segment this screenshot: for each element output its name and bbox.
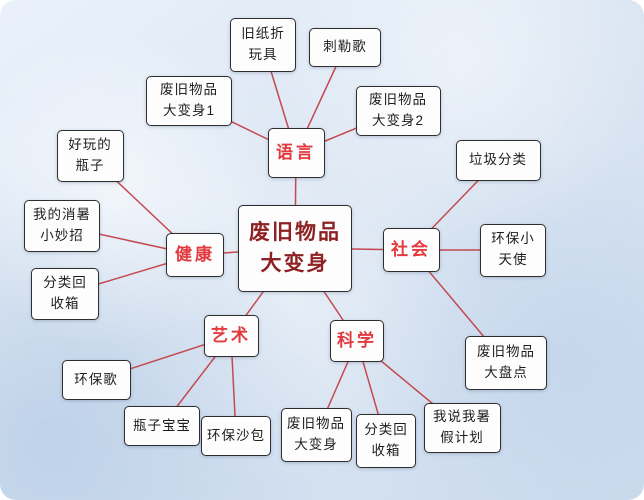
- node-label: 大变身: [294, 437, 338, 452]
- node-kexue[interactable]: 科学: [330, 320, 384, 362]
- node-label: 瓶子宝宝: [133, 417, 191, 433]
- node-label: 大变身2: [371, 113, 424, 128]
- node-label: 玩具: [248, 47, 278, 62]
- node-fenlei-box-bottom[interactable]: 分类回收箱: [356, 414, 416, 468]
- node-label: 废旧物品: [287, 416, 345, 432]
- node-dabianshen-2[interactable]: 废旧物品大变身2: [355, 86, 441, 136]
- node-label: 分类回: [43, 275, 87, 291]
- node-pingzi-baobao[interactable]: 瓶子宝宝: [124, 406, 200, 446]
- node-label: 大变身1: [162, 103, 215, 118]
- node-label: 收箱: [371, 443, 401, 458]
- node-dapandian[interactable]: 废旧物品大盘点: [465, 336, 547, 390]
- node-label: 科学: [337, 331, 377, 351]
- node-laji-fenlei[interactable]: 垃圾分类: [455, 139, 541, 181]
- node-zhi-wanju[interactable]: 旧纸折玩具: [230, 18, 296, 72]
- node-yishu[interactable]: 艺术: [203, 315, 259, 357]
- node-label: 瓶子: [75, 158, 105, 173]
- node-label: 大盘点: [484, 365, 528, 380]
- node-label: 好玩的: [68, 137, 112, 153]
- node-label: 我的消暑: [33, 207, 91, 223]
- node-label: 大变身: [260, 252, 330, 275]
- node-label: 天使: [498, 252, 528, 267]
- node-huanbaoge[interactable]: 环保歌: [61, 360, 131, 400]
- node-label: 废旧物品: [249, 220, 341, 244]
- node-label: 刺勒歌: [323, 38, 367, 54]
- node-label: 小妙招: [40, 228, 84, 243]
- node-yuyan[interactable]: 语言: [267, 128, 325, 178]
- node-center[interactable]: 废旧物品大变身: [238, 204, 352, 292]
- node-fenlei-box-left[interactable]: 分类回收箱: [31, 268, 99, 320]
- node-label: 环保歌: [74, 371, 118, 387]
- node-huanbao-shabao[interactable]: 环保沙包: [201, 416, 271, 456]
- node-label: 环保小: [491, 231, 535, 247]
- node-dabianshen-bottom[interactable]: 废旧物品大变身: [280, 408, 352, 462]
- node-label: 艺术: [211, 326, 251, 346]
- node-jiankang[interactable]: 健康: [166, 233, 224, 277]
- node-shujia-jihua[interactable]: 我说我暑假计划: [423, 403, 501, 453]
- node-label: 垃圾分类: [469, 151, 527, 167]
- node-label: 废旧物品: [477, 344, 535, 360]
- node-haowan-pingzi[interactable]: 好玩的瓶子: [56, 130, 124, 182]
- node-label: 我说我暑: [433, 409, 491, 425]
- node-label: 收箱: [50, 296, 80, 311]
- node-label: 语言: [276, 143, 316, 163]
- node-label: 环保沙包: [207, 427, 265, 443]
- node-cilege[interactable]: 刺勒歌: [309, 27, 381, 67]
- node-shehui[interactable]: 社会: [382, 228, 440, 272]
- node-xiaoshu-miaozhao[interactable]: 我的消暑小妙招: [24, 200, 100, 252]
- node-label: 健康: [175, 245, 215, 265]
- node-label: 废旧物品: [160, 82, 218, 98]
- node-label: 旧纸折: [241, 26, 285, 42]
- node-label: 分类回: [364, 422, 408, 438]
- node-label: 假计划: [440, 430, 484, 445]
- node-label: 废旧物品: [369, 92, 427, 108]
- node-huanbao-tianshi[interactable]: 环保小天使: [480, 223, 546, 277]
- node-dabianshen-1[interactable]: 废旧物品大变身1: [146, 76, 232, 126]
- node-label: 社会: [391, 240, 431, 260]
